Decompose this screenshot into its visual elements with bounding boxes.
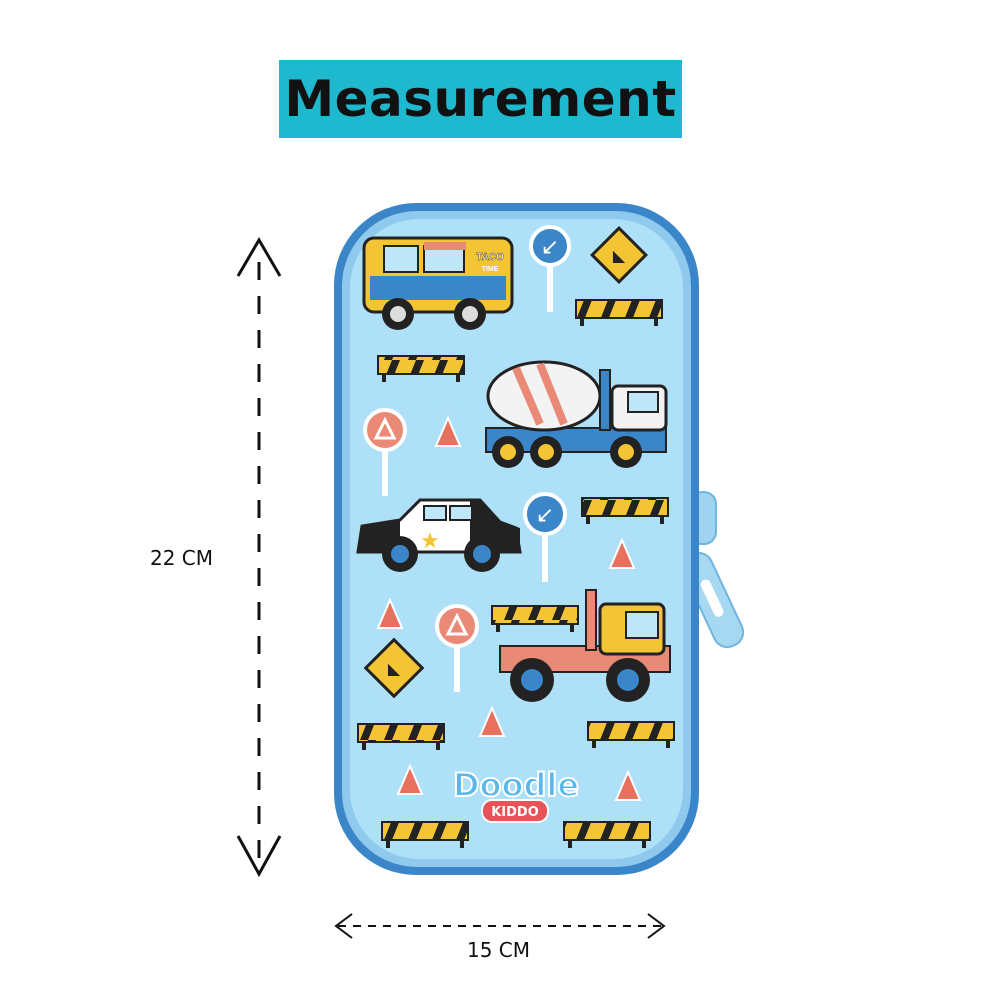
arrow-sign-icon: ↙ ↙	[523, 225, 571, 582]
barrier-icon	[357, 299, 675, 848]
dump-truck-illustration	[499, 589, 671, 702]
height-label: 22 CM	[150, 546, 214, 570]
kangaroo-sign-icon: ◣ ◣	[363, 226, 648, 699]
brand-sub-text: KIDDO	[491, 805, 539, 820]
svg-text:★: ★	[420, 528, 440, 553]
svg-text:↙: ↙	[536, 502, 554, 527]
svg-text:◣: ◣	[388, 661, 401, 678]
title-text: Measurement	[284, 70, 677, 128]
van-sign-text: TACO	[476, 252, 504, 263]
taco-van-illustration: TACO TIME	[362, 236, 514, 330]
width-label: 15 CM	[467, 938, 531, 962]
van-sign-subtext: TIME	[482, 266, 499, 273]
police-car-illustration: ★	[356, 498, 522, 572]
svg-text:◣: ◣	[613, 248, 626, 265]
brand-logo-text: Doodle	[453, 766, 579, 804]
warning-sign-icon	[363, 408, 479, 692]
traffic-cone-icon	[376, 415, 642, 801]
svg-text:↙: ↙	[541, 234, 559, 259]
title-banner: Measurement	[279, 60, 682, 138]
width-dimension-arrow	[334, 913, 666, 939]
height-dimension-arrow	[236, 237, 282, 878]
cement-mixer-illustration	[485, 360, 668, 468]
brand-logo: Doodle KIDDO	[452, 765, 580, 823]
